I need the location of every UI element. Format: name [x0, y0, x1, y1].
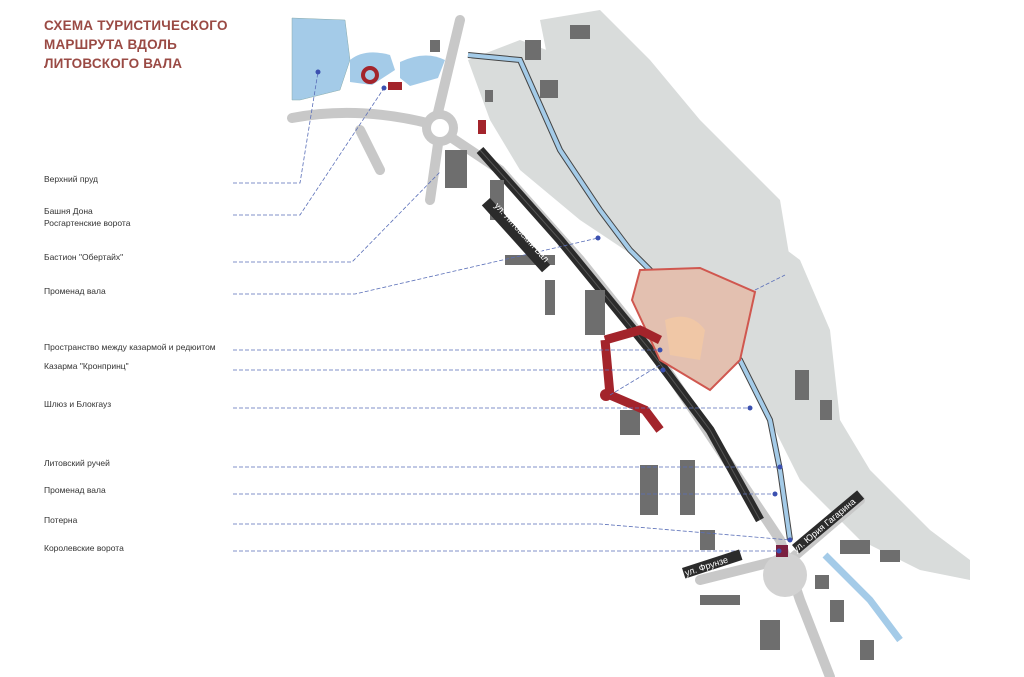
- leader-lines: [233, 71, 791, 552]
- creek-lower: [822, 552, 903, 643]
- legend-lock-blockhouse: Шлюз и Блокгауз: [44, 399, 112, 409]
- kronprinz-barracks: [600, 325, 664, 433]
- title-line: СХЕМА ТУРИСТИЧЕСКОГО: [44, 18, 228, 33]
- upper-pond: [291, 17, 351, 101]
- map-title: СХЕМА ТУРИСТИЧЕСКОГО МАРШРУТА ВДОЛЬ ЛИТО…: [44, 16, 228, 73]
- legend-obertaich-bastion: Бастион "Обертайх": [44, 252, 124, 262]
- legend-royal-gate: Королевские ворота: [44, 543, 124, 553]
- park-area: [540, 10, 790, 260]
- square: [763, 553, 807, 597]
- pond-small: [400, 55, 445, 86]
- legend-don-tower: Башня Дона: [44, 206, 93, 216]
- poi-markers: [315, 69, 793, 554]
- don-tower: [361, 66, 379, 84]
- legend-rampart-promenade: Променад вала: [44, 286, 106, 296]
- buildings: [430, 25, 900, 660]
- legend-kronprinz-barracks: Казарма "Кронпринц": [44, 361, 129, 371]
- title-line: МАРШРУТА ВДОЛЬ: [44, 37, 178, 52]
- legend-litovsky-creek: Литовский ручей: [44, 458, 110, 468]
- legend-rossgarten-gate: Росгартенские ворота: [44, 218, 131, 228]
- legend-upper-pond: Верхний пруд: [44, 174, 98, 184]
- legend-postern: Потерна: [44, 515, 78, 525]
- royal-gate: [776, 545, 788, 557]
- legend-barracks-redoubt-space: Пространство между казармой и редюитом: [44, 342, 216, 352]
- title-line: ЛИТОВСКОГО ВАЛА: [44, 56, 183, 71]
- legend-rampart-promenade-2: Променад вала: [44, 485, 106, 495]
